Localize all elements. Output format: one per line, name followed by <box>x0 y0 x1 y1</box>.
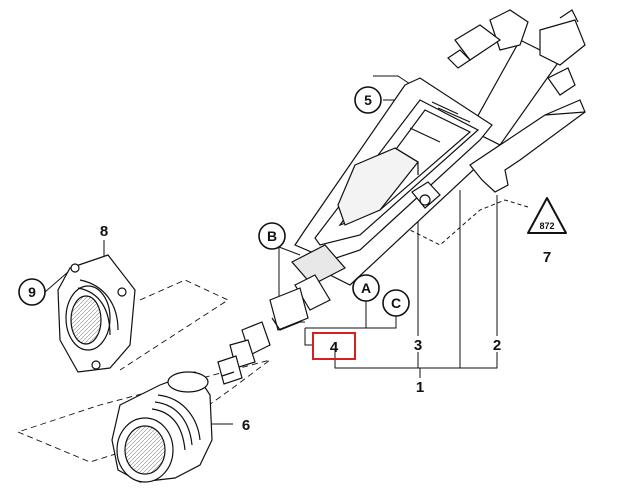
leader-9 <box>44 271 69 293</box>
warning-symbol-7: 872 <box>527 197 567 234</box>
label-4: 4 <box>330 339 339 356</box>
steering-boot-6 <box>111 371 213 483</box>
explode-guides <box>16 279 271 463</box>
label-1: 1 <box>416 379 424 396</box>
callout-a-label: A <box>361 280 371 296</box>
label-7: 7 <box>543 249 551 266</box>
callout-b-label: B <box>267 228 277 244</box>
label-6: 6 <box>242 417 250 434</box>
label-8: 8 <box>100 223 108 240</box>
flange-seal-8 <box>57 254 136 373</box>
callout-9-label: 9 <box>28 284 36 300</box>
callout-5-label: 5 <box>364 92 372 108</box>
callout-5: 5 <box>354 86 382 114</box>
callout-c: C <box>382 289 410 317</box>
callout-9: 9 <box>18 278 46 306</box>
callout-c-label: C <box>391 295 401 311</box>
leader-lines <box>103 75 529 425</box>
steering-column <box>217 9 586 385</box>
label-2: 2 <box>493 337 501 354</box>
label-3: 3 <box>414 337 422 354</box>
warning-symbol-text: 872 <box>539 221 554 231</box>
highlight-box-4 <box>312 332 356 360</box>
callout-a: A <box>352 274 380 302</box>
callout-b: B <box>258 222 286 250</box>
